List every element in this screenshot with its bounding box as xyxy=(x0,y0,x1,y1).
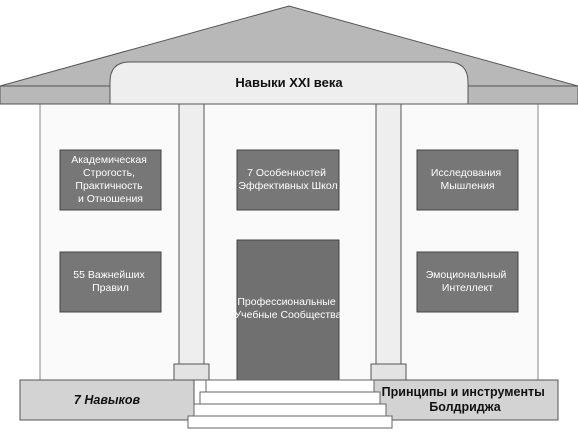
box-academic-line-3: Практичность xyxy=(75,180,143,192)
box-rules-line-1: 55 Важнейших xyxy=(73,269,145,281)
base-right-label: Принципы и инструменты Болдриджа xyxy=(382,385,549,414)
step-2 xyxy=(199,391,381,405)
box-rules-line-2: Правил xyxy=(92,282,129,294)
step-3 xyxy=(193,403,387,417)
base-right-block xyxy=(371,379,559,421)
box-emotional xyxy=(416,251,519,313)
column-right-shaft xyxy=(375,103,402,365)
step-1 xyxy=(205,379,375,393)
box-academic-line-4: и Отношения xyxy=(78,193,143,205)
box-research-line-1: Исследования xyxy=(431,167,501,179)
box-academic-line-1: Академическая xyxy=(71,154,147,166)
column-left-shaft xyxy=(178,103,205,365)
box-academic-line-2: Строгость, xyxy=(83,167,135,179)
box-research-text: Исследования Мышления xyxy=(431,167,504,192)
column-right-base xyxy=(370,363,407,381)
roof-title: Навыки XXI века xyxy=(235,75,343,90)
box-rules xyxy=(59,251,162,313)
base-left-block xyxy=(19,379,195,421)
door-communities-text: Профессиональные Учебные Сообщества xyxy=(235,296,342,321)
box-schools-text: 7 Особенностей Эффективных Школ xyxy=(238,167,337,192)
box-research xyxy=(416,149,519,211)
door-communities xyxy=(236,239,340,381)
base-right-line-2: Болдриджа xyxy=(429,400,501,414)
box-academic-text: Академическая Строгость, Практичность и … xyxy=(71,154,150,205)
left-wall xyxy=(39,103,181,381)
box-schools-line-1: 7 Особенностей xyxy=(247,167,326,179)
roof-title-banner xyxy=(109,61,469,105)
box-rules-text: 55 Важнейших Правил xyxy=(73,269,147,294)
box-emotional-line-2: Интеллект xyxy=(442,282,493,294)
base-right-line-1: Принципы и инструменты xyxy=(382,385,545,399)
box-schools xyxy=(236,149,340,211)
door-communities-line-1: Профессиональные xyxy=(237,296,335,308)
step-4 xyxy=(187,415,393,429)
base-left-label: 7 Навыков xyxy=(74,393,141,407)
box-emotional-text: Эмоциональный Интеллект xyxy=(426,269,510,294)
box-research-line-2: Мышления xyxy=(440,180,494,192)
column-left-base xyxy=(173,363,210,381)
right-wall xyxy=(399,103,539,381)
door-communities-line-2: Учебные Сообщества xyxy=(235,309,342,321)
box-schools-line-2: Эффективных Школ xyxy=(238,180,337,192)
box-academic xyxy=(59,149,162,211)
box-emotional-line-1: Эмоциональный xyxy=(426,269,507,281)
